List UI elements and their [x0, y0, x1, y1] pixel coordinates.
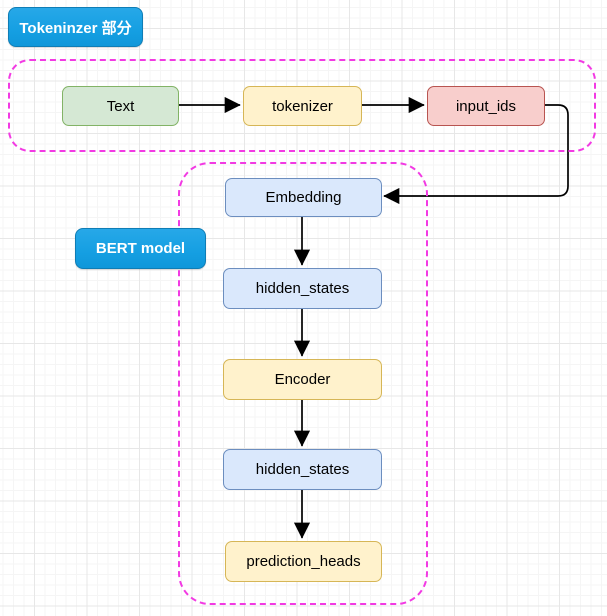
node-hidden-states-1-label: hidden_states — [255, 280, 350, 297]
node-hidden-states-2[interactable]: hidden_states — [223, 449, 382, 490]
node-embedding-label: Embedding — [265, 189, 342, 206]
node-tokenizer-label: tokenizer — [272, 97, 333, 115]
node-input-ids[interactable]: input_ids — [427, 86, 545, 126]
tokenizer-section-badge[interactable]: Tokeninzer 部分 — [8, 7, 143, 47]
node-input-ids-label: input_ids — [455, 97, 517, 115]
node-text[interactable]: Text — [62, 86, 179, 126]
node-text-label: Text — [106, 97, 135, 115]
tokenizer-section-badge-label: Tokeninzer 部分 — [19, 19, 132, 37]
bert-model-badge[interactable]: BERT model — [75, 228, 206, 269]
tokenizer-section-container[interactable] — [8, 59, 596, 152]
node-hidden-states-1[interactable]: hidden_states — [223, 268, 382, 309]
bert-model-container[interactable] — [178, 162, 428, 605]
node-prediction-heads[interactable]: prediction_heads — [225, 541, 382, 582]
node-tokenizer[interactable]: tokenizer — [243, 86, 362, 126]
node-embedding[interactable]: Embedding — [225, 178, 382, 217]
node-encoder-label: Encoder — [274, 371, 331, 388]
node-hidden-states-2-label: hidden_states — [255, 461, 350, 478]
node-prediction-heads-label: prediction_heads — [246, 553, 361, 570]
node-encoder[interactable]: Encoder — [223, 359, 382, 400]
bert-model-badge-label: BERT model — [95, 240, 186, 257]
